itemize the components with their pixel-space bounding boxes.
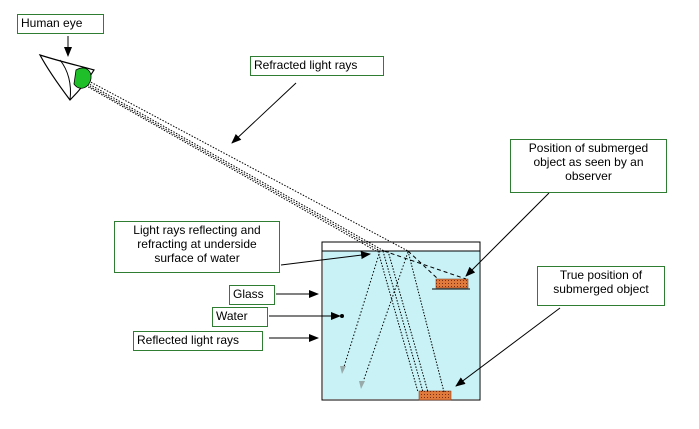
label-true-position: True position of submerged object	[537, 266, 665, 306]
label-human-eye: Human eye	[17, 14, 104, 34]
apparent-ray-projection	[383, 250, 467, 280]
apparent-object	[435, 278, 469, 289]
refracted-rays	[81, 77, 409, 252]
label-refracted-light-rays: Refracted light rays	[250, 56, 384, 76]
water-point	[340, 314, 344, 318]
reflected-ray-heads	[340, 366, 365, 389]
label-reflecting-refracting: Light rays reflecting and refracting at …	[114, 221, 280, 273]
eye-icon	[38, 53, 95, 101]
true-object	[418, 390, 452, 401]
underwater-rays	[377, 250, 445, 393]
label-apparent-position: Position of submerged object as seen by …	[510, 139, 667, 193]
label-glass: Glass	[229, 285, 275, 305]
leader-arrows	[64, 36, 561, 387]
label-water: Water	[212, 307, 268, 327]
water-body	[323, 251, 479, 399]
label-reflected-light-rays: Reflected light rays	[133, 331, 263, 351]
reflected-rays	[342, 250, 409, 386]
